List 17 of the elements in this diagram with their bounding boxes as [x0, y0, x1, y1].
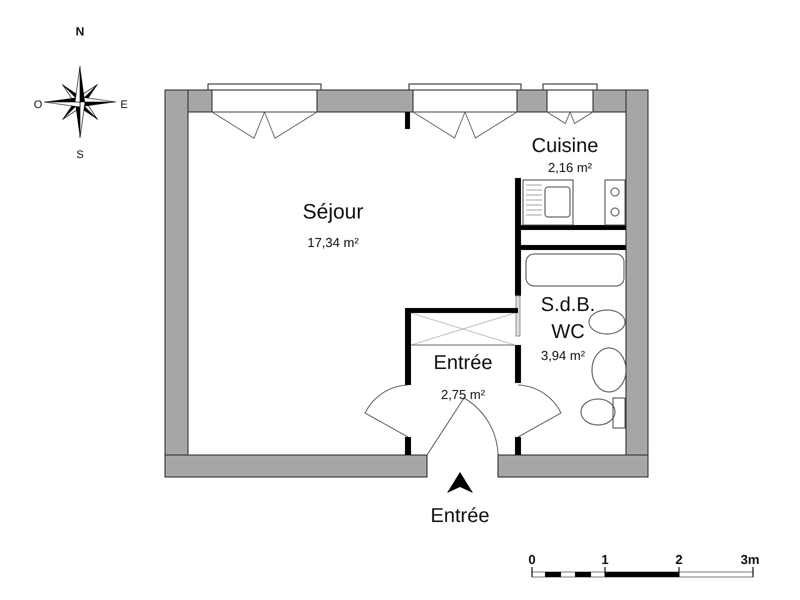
compass-letter: E	[120, 98, 128, 112]
compass-letter: O	[34, 98, 42, 112]
room-area: 2,16 m²	[548, 160, 592, 176]
compass-letter: S	[76, 148, 84, 162]
compass-letter: N	[76, 25, 84, 39]
scale-label: 3m	[740, 552, 760, 568]
room-name: S.d.B. WC	[540, 292, 596, 344]
room-name: Cuisine	[532, 135, 598, 157]
scale-label: 0	[528, 552, 536, 568]
room-area: 17,34 m²	[307, 236, 359, 250]
room-name: Entrée	[434, 352, 492, 374]
scale-label: 2	[675, 552, 683, 568]
room-name: Séjour	[302, 200, 364, 224]
entrance-label: Entrée	[430, 505, 490, 527]
room-area: 2,75 m²	[440, 388, 486, 402]
room-area: 3,94 m²	[540, 348, 586, 364]
scale-label: 1	[601, 552, 609, 568]
